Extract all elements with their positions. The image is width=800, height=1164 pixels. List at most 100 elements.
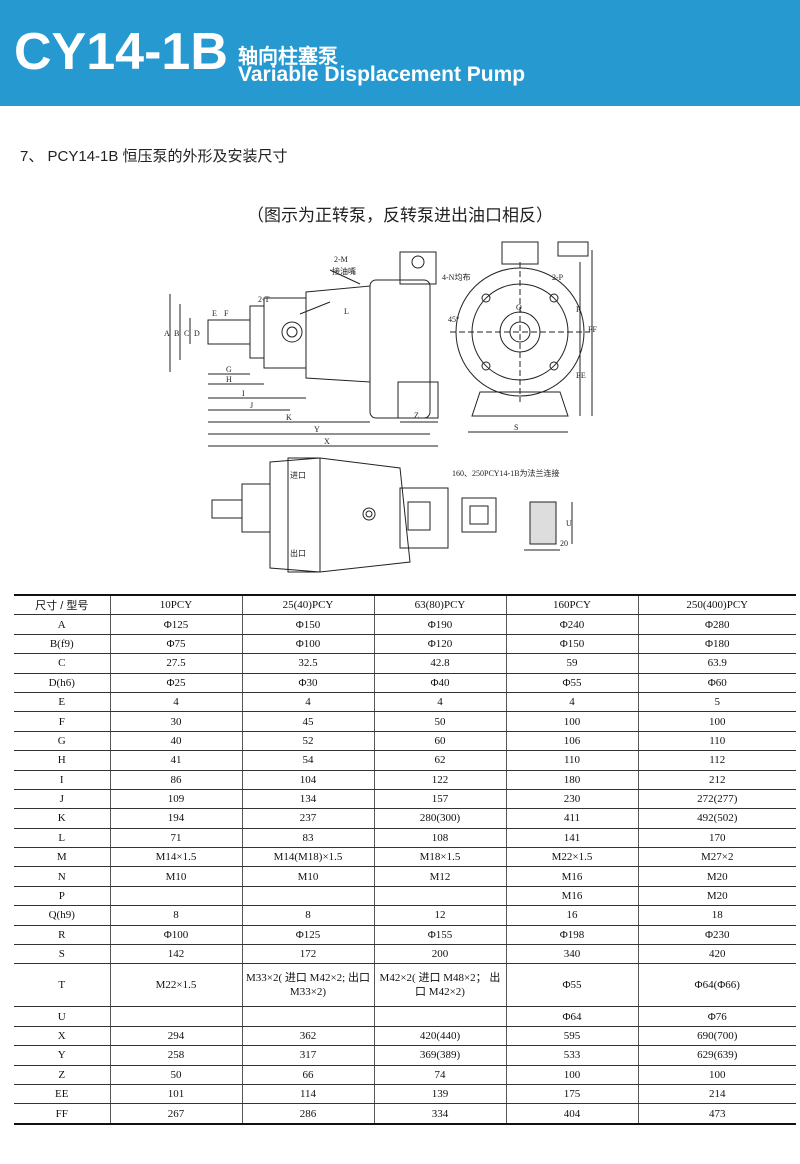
dimension-value-cell: 60: [373, 730, 507, 752]
technical-drawing: 2-M 接油嘴 2-T 4-N均布 2-P 45° A B C D E F G …: [140, 232, 620, 592]
dimension-value-cell: Φ155: [373, 924, 507, 946]
dimension-value-cell: 104: [241, 769, 375, 790]
dimension-value-cell: 112: [637, 750, 796, 771]
dimension-label-cell: I: [14, 769, 111, 790]
dimension-value-cell: M20: [637, 885, 796, 907]
label-h: H: [226, 375, 232, 384]
dimension-value-cell: M16: [505, 866, 639, 887]
dimension-label-cell: T: [14, 963, 111, 1008]
table-header-cell: 尺寸 / 型号: [14, 594, 111, 616]
dimension-value-cell: 175: [505, 1083, 639, 1105]
dimension-value-cell: 180: [505, 769, 639, 790]
shaft-outline: [207, 319, 251, 345]
dimension-label-cell: EE: [14, 1083, 111, 1105]
dimension-value-cell: 629(639): [637, 1045, 796, 1066]
dimension-value-cell: 200: [373, 944, 507, 965]
dimension-value-cell: Φ198: [505, 924, 639, 946]
dimension-value-cell: 4: [109, 691, 243, 713]
label-u: U: [566, 519, 572, 528]
dimension-label-cell: U: [14, 1006, 111, 1027]
dimension-label-cell: B(f9): [14, 633, 111, 655]
dimension-value-cell: 420(440): [373, 1025, 507, 1047]
table-header-cell: 160PCY: [505, 594, 639, 616]
dimension-value-cell: [109, 1006, 243, 1027]
label-ee: EE: [576, 371, 586, 380]
dimension-value-cell: Φ125: [109, 614, 243, 635]
dimension-value-cell: 8: [241, 905, 375, 926]
dimension-value-cell: 280(300): [373, 808, 507, 829]
dimension-value-cell: 492(502): [637, 808, 796, 829]
dimension-value-cell: 101: [109, 1083, 243, 1105]
dimension-value-cell: Φ190: [373, 614, 507, 635]
dimension-value-cell: 100: [637, 711, 796, 732]
dimension-value-cell: 172: [241, 944, 375, 965]
table-header-cell: 10PCY: [109, 594, 243, 616]
dimension-label-cell: L: [14, 827, 111, 849]
label-j: J: [250, 401, 253, 410]
title-chinese: 轴向柱塞泵: [238, 46, 338, 68]
dimension-value-cell: 411: [505, 808, 639, 829]
dimension-value-cell: 50: [109, 1064, 243, 1085]
dimension-value-cell: 108: [373, 827, 507, 849]
dimension-label-cell: X: [14, 1025, 111, 1047]
dimension-value-cell: 420: [637, 944, 796, 965]
dimension-label-cell: N: [14, 866, 111, 887]
label-2m: 2-M: [334, 255, 348, 264]
dimension-value-cell: Φ64(Φ66): [637, 963, 796, 1008]
dimension-value-cell: Φ230: [637, 924, 796, 946]
dimension-value-cell: Φ75: [109, 633, 243, 655]
dimension-label-cell: P: [14, 885, 111, 907]
dimension-value-cell: 100: [505, 1064, 639, 1085]
dimension-value-cell: 109: [109, 788, 243, 810]
label-d: D: [194, 329, 200, 338]
dimension-value-cell: 12: [373, 905, 507, 926]
dimension-value-cell: 533: [505, 1045, 639, 1066]
dimension-value-cell: 334: [373, 1103, 507, 1125]
dimension-value-cell: 40: [109, 730, 243, 752]
dimension-value-cell: 32.5: [241, 653, 375, 674]
dimension-label-cell: G: [14, 730, 111, 752]
dimension-label-cell: K: [14, 808, 111, 829]
dimension-value-cell: Φ150: [241, 614, 375, 635]
dimension-value-cell: 4: [241, 691, 375, 713]
dimension-value-cell: 54: [241, 750, 375, 771]
label-z: Z: [414, 411, 419, 420]
label-2p: 2-P: [552, 273, 564, 282]
dimension-value-cell: M20: [637, 866, 796, 887]
dimension-value-cell: M22×1.5: [505, 847, 639, 868]
dimension-value-cell: 369(389): [373, 1045, 507, 1066]
label-r: R: [576, 305, 582, 314]
dimension-value-cell: 194: [109, 808, 243, 829]
dimension-value-cell: 100: [637, 1064, 796, 1085]
dimension-value-cell: 214: [637, 1083, 796, 1105]
label-inlet: 进口: [290, 471, 306, 480]
dimension-value-cell: 30: [109, 711, 243, 732]
dimension-value-cell: 59: [505, 653, 639, 674]
dimension-value-cell: 74: [373, 1064, 507, 1085]
label-q: Q: [516, 303, 522, 312]
label-2t: 2-T: [258, 295, 270, 304]
dimension-label-cell: R: [14, 924, 111, 946]
dimension-value-cell: 212: [637, 769, 796, 790]
dimension-value-cell: 71: [109, 827, 243, 849]
dimension-value-cell: M33×2( 进口 M42×2; 出口 M33×2): [241, 963, 375, 1008]
label-dim-20: 20: [560, 539, 568, 548]
model-title: CY14-1B: [14, 23, 228, 81]
pump-outline-drawing: 2-M 接油嘴 2-T 4-N均布 2-P 45° A B C D E F G …: [164, 241, 597, 573]
dimension-value-cell: 237: [241, 808, 375, 829]
dimension-value-cell: Φ40: [373, 672, 507, 693]
dimension-label-cell: F: [14, 711, 111, 732]
section-title: 7、 PCY14-1B 恒压泵的外形及安装尺寸: [20, 148, 288, 165]
